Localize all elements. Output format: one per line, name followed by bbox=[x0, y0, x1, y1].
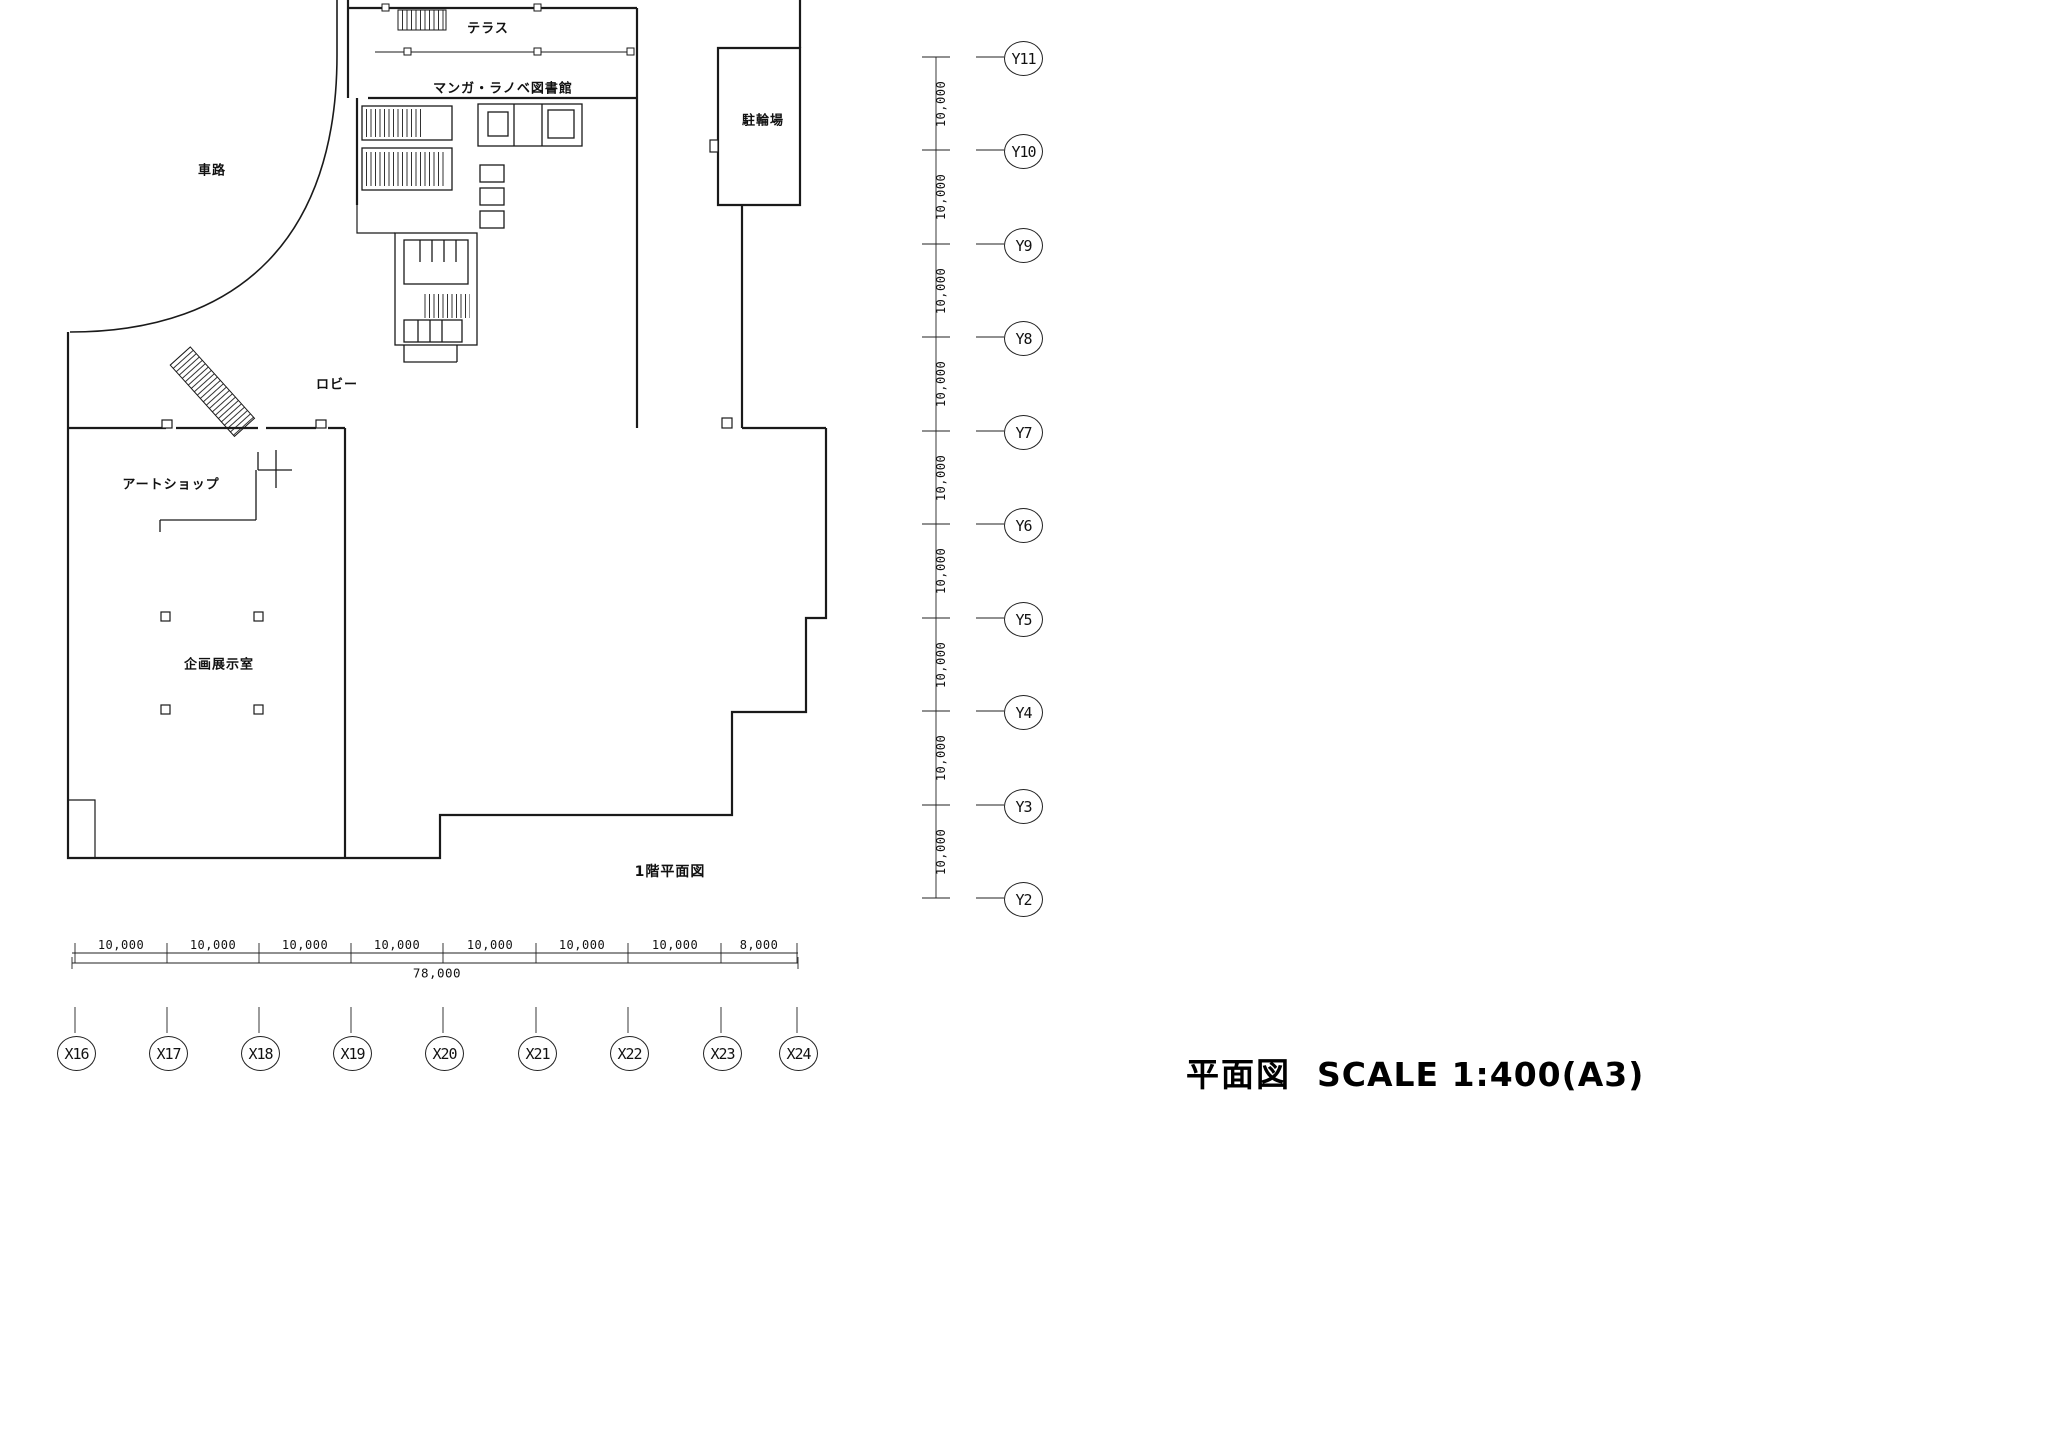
room-label-bicycle-parking: 駐輪場 bbox=[741, 113, 785, 129]
grid-bubble-y7: Y7 bbox=[1004, 415, 1043, 450]
grid-bubble-x21: X21 bbox=[518, 1036, 557, 1071]
y-dim-0: 10,000 bbox=[934, 80, 948, 128]
grid-bubble-y11: Y11 bbox=[1004, 41, 1043, 76]
grid-bubble-x24: X24 bbox=[779, 1036, 818, 1071]
terrace-edge bbox=[375, 3, 635, 56]
terrace-stair bbox=[397, 9, 447, 31]
x-dim-7: 8,000 bbox=[739, 938, 779, 952]
grid-bubble-y10: Y10 bbox=[1004, 134, 1043, 169]
y-dim-7: 10,000 bbox=[934, 734, 948, 782]
x-dim-total: 78,000 bbox=[412, 965, 462, 981]
grid-bubble-x22: X22 bbox=[610, 1036, 649, 1071]
grid-bubble-x20: X20 bbox=[425, 1036, 464, 1071]
grid-bubble-y4: Y4 bbox=[1004, 695, 1043, 730]
grid-bubble-x16: X16 bbox=[57, 1036, 96, 1071]
exhibition-columns bbox=[160, 611, 264, 715]
exterior-walls bbox=[66, 0, 828, 860]
grid-bubble-x23: X23 bbox=[703, 1036, 742, 1071]
floorplan-drawing bbox=[66, 0, 828, 860]
wall-details bbox=[68, 139, 733, 858]
grid-bubble-y9: Y9 bbox=[1004, 228, 1043, 263]
title-block: 平面図 SCALE 1:400(A3) bbox=[1186, 1048, 1644, 1096]
grid-bubble-y3: Y3 bbox=[1004, 789, 1043, 824]
y-dim-6: 10,000 bbox=[934, 641, 948, 689]
y-dim-1: 10,000 bbox=[934, 173, 948, 221]
room-label-library: マンガ・ラノベ図書館 bbox=[433, 81, 573, 97]
driveway-curve bbox=[69, 0, 338, 333]
y-dim-3: 10,000 bbox=[934, 360, 948, 408]
stair-north-1 bbox=[361, 105, 453, 141]
y-dim-5: 10,000 bbox=[934, 547, 948, 595]
plan-caption: 1階平面図 bbox=[634, 864, 706, 880]
grid-bubble-y8: Y8 bbox=[1004, 321, 1043, 356]
y-dim-4: 10,000 bbox=[934, 454, 948, 502]
room-label-exhibition-room: 企画展示室 bbox=[183, 657, 255, 673]
grid-bubble-x18: X18 bbox=[241, 1036, 280, 1071]
art-shop-counter bbox=[159, 450, 292, 532]
x-dim-1: 10,000 bbox=[189, 938, 237, 952]
x-dim-2: 10,000 bbox=[281, 938, 329, 952]
grid-bubble-y2: Y2 bbox=[1004, 882, 1043, 917]
x-dim-6: 10,000 bbox=[651, 938, 699, 952]
room-label-driveway: 車路 bbox=[197, 163, 227, 179]
central-core bbox=[394, 232, 478, 363]
grid-bubble-y6: Y6 bbox=[1004, 508, 1043, 543]
y-dim-8: 10,000 bbox=[934, 828, 948, 876]
grid-bubble-x17: X17 bbox=[149, 1036, 188, 1071]
room-label-art-shop: アートショップ bbox=[122, 477, 220, 493]
x-dim-3: 10,000 bbox=[373, 938, 421, 952]
sheet-title: 平面図 bbox=[1186, 1055, 1291, 1094]
x-dim-4: 10,000 bbox=[466, 938, 514, 952]
x-dim-5: 10,000 bbox=[558, 938, 606, 952]
y-dim-2: 10,000 bbox=[934, 267, 948, 315]
room-label-terrace: テラス bbox=[467, 21, 509, 37]
stair-north-2 bbox=[361, 147, 453, 191]
room-label-lobby: ロビー bbox=[315, 377, 359, 393]
grid-bubble-x19: X19 bbox=[333, 1036, 372, 1071]
grid-bubble-y5: Y5 bbox=[1004, 602, 1043, 637]
lobby-escalator bbox=[169, 346, 256, 438]
elevator-service-rooms bbox=[477, 103, 583, 229]
x-dim-0: 10,000 bbox=[97, 938, 145, 952]
sheet-scale: SCALE 1:400(A3) bbox=[1317, 1055, 1645, 1094]
